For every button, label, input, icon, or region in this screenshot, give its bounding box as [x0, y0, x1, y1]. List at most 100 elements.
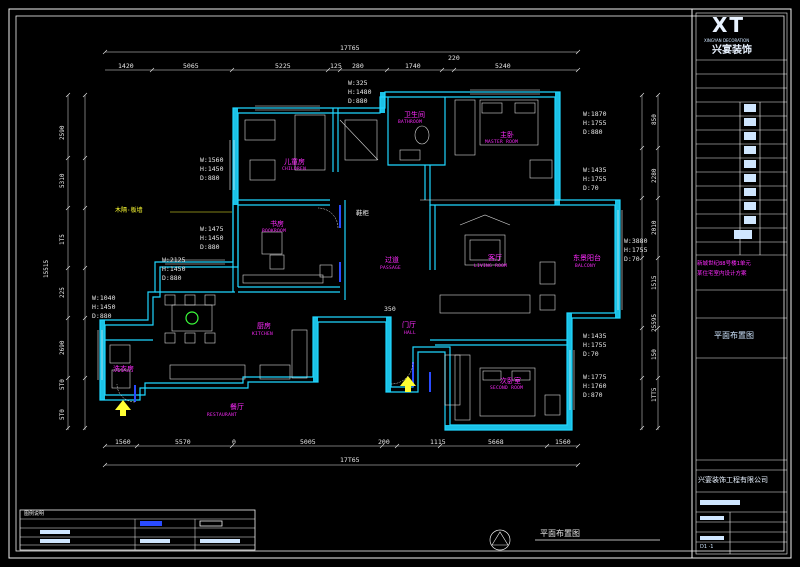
shoe-cabinet-label: 鞋柜: [356, 209, 369, 217]
walls: [99, 91, 621, 431]
dimension-ticks: [65, 49, 661, 468]
wall-fills: [100, 92, 620, 430]
overall-top-dim: 17T65: [340, 44, 360, 52]
left-dim-2: 5310: [59, 173, 66, 188]
drawing-caption: 平面布置图: [540, 529, 580, 538]
north-symbol: [489, 529, 511, 551]
room-label-master: 主卧: [500, 131, 514, 139]
bottom-dim-6: 1115: [430, 438, 446, 446]
project-name-2: 某住宅室内设计方案: [697, 271, 747, 277]
legend-title: 图例说明: [24, 511, 45, 517]
outer-border: [8, 8, 792, 559]
overall-bottom-dim: 17T65: [340, 456, 360, 464]
drawing-name: 平面布置图: [714, 331, 754, 340]
room-label-passage-en: PASSAGE: [380, 266, 402, 271]
top-dim-6: 1740: [405, 62, 421, 70]
company-name-en: XINGYAN DECORATION: [704, 38, 750, 43]
right-dim-2: 2280: [651, 168, 658, 183]
room-label-children: 儿童房: [284, 158, 305, 166]
top-dim-7: 220: [448, 54, 460, 62]
title-block-inner: [695, 12, 788, 555]
room-label-living: 客厅: [488, 254, 502, 262]
legend-box: [19, 509, 256, 551]
room-label-second-en: SECOND ROOM: [490, 386, 524, 391]
room-label-bathroom: 卫生间: [404, 111, 425, 119]
entry-arrow-icon: [400, 376, 416, 392]
title-block-rows: [696, 59, 787, 554]
doors: [134, 205, 431, 402]
left-total-dim: 15515: [43, 259, 50, 278]
left-dim-6: 5T0: [59, 379, 66, 390]
hall-dim: 350: [384, 305, 396, 313]
left-dim-1: 2590: [59, 125, 66, 140]
plant-icon: [185, 311, 199, 325]
room-label-restaurant: 餐厅: [230, 403, 244, 411]
room-label-laundry: 洗衣房: [113, 365, 134, 373]
furniture: [109, 99, 561, 421]
dimension-lines: [67, 51, 659, 466]
right-dim-5: 25595: [651, 313, 658, 332]
room-label-restaurant-en: RESTAURANT: [207, 413, 238, 418]
room-label-master-en: MASTER ROOM: [485, 140, 519, 145]
left-dim-4: 225: [59, 287, 66, 298]
bottom-dim-2: 5570: [175, 438, 191, 446]
top-dim-3: 5225: [275, 62, 291, 70]
right-dim-3: 2010: [651, 220, 658, 235]
bottom-dim-5: 200: [378, 438, 390, 446]
room-label-kitchen: 厨房: [257, 322, 271, 330]
bottom-dim-8: 1560: [555, 438, 571, 446]
room-label-hall-en: HALL: [404, 331, 417, 336]
left-dim-3: 1T5: [59, 234, 66, 245]
left-dim-7: 5T0: [59, 409, 66, 420]
top-dim-2: 5065: [183, 62, 199, 70]
title-block-fills: [700, 104, 756, 540]
windows-lines: [97, 89, 623, 410]
room-label-second: 次卧室: [500, 377, 521, 385]
bottom-dim-7: 5668: [488, 438, 504, 446]
bottom-dim-1: 1560: [115, 438, 131, 446]
north-arrow: [491, 531, 509, 546]
room-label-bookroom: 书房: [270, 220, 284, 228]
door-swings: [116, 207, 414, 403]
right-dim-7: 1TT5: [651, 387, 658, 402]
room-label-balcony-en: BALCONY: [575, 264, 597, 269]
partition-note: 木隔·板墙: [115, 207, 143, 214]
room-label-children-en: CHILDREN: [282, 167, 307, 172]
right-dim-4: 1515: [651, 275, 658, 290]
room-label-kitchen-en: KITCHEN: [252, 332, 274, 337]
company-logo: XT: [712, 13, 746, 37]
company-full-name: 兴宴装饰工程有限公司: [698, 476, 768, 484]
title-block-frame: [691, 8, 792, 559]
project-name: 新城世纪88号楼1单元: [697, 261, 751, 267]
top-dim-5: 280: [352, 62, 364, 70]
bottom-dim-3: 0: [232, 438, 236, 446]
room-label-living-en: LIVING ROOM: [474, 264, 508, 269]
room-label-bookroom-en: BOOKROOM: [262, 229, 287, 234]
left-dim-5: 2690: [59, 340, 66, 355]
top-dim-8: 5240: [495, 62, 511, 70]
room-label-passage: 过道: [385, 256, 399, 264]
top-dim-4: 125: [330, 62, 342, 70]
company-name: 兴宴装饰: [712, 45, 752, 56]
right-dim-6: 150: [651, 349, 658, 360]
room-label-bathroom-en: BATHROOM: [398, 120, 423, 125]
room-label-balcony: 东景阳台: [573, 254, 601, 262]
bottom-dim-4: 5005: [300, 438, 316, 446]
entry-arrow-icon: [115, 400, 131, 416]
right-dim-1: 850: [651, 114, 658, 125]
inner-border: [15, 15, 785, 552]
drawing-number: D1 ·1: [700, 544, 714, 550]
top-dim-1: 1420: [118, 62, 134, 70]
room-label-hall: 门厅: [402, 321, 416, 329]
